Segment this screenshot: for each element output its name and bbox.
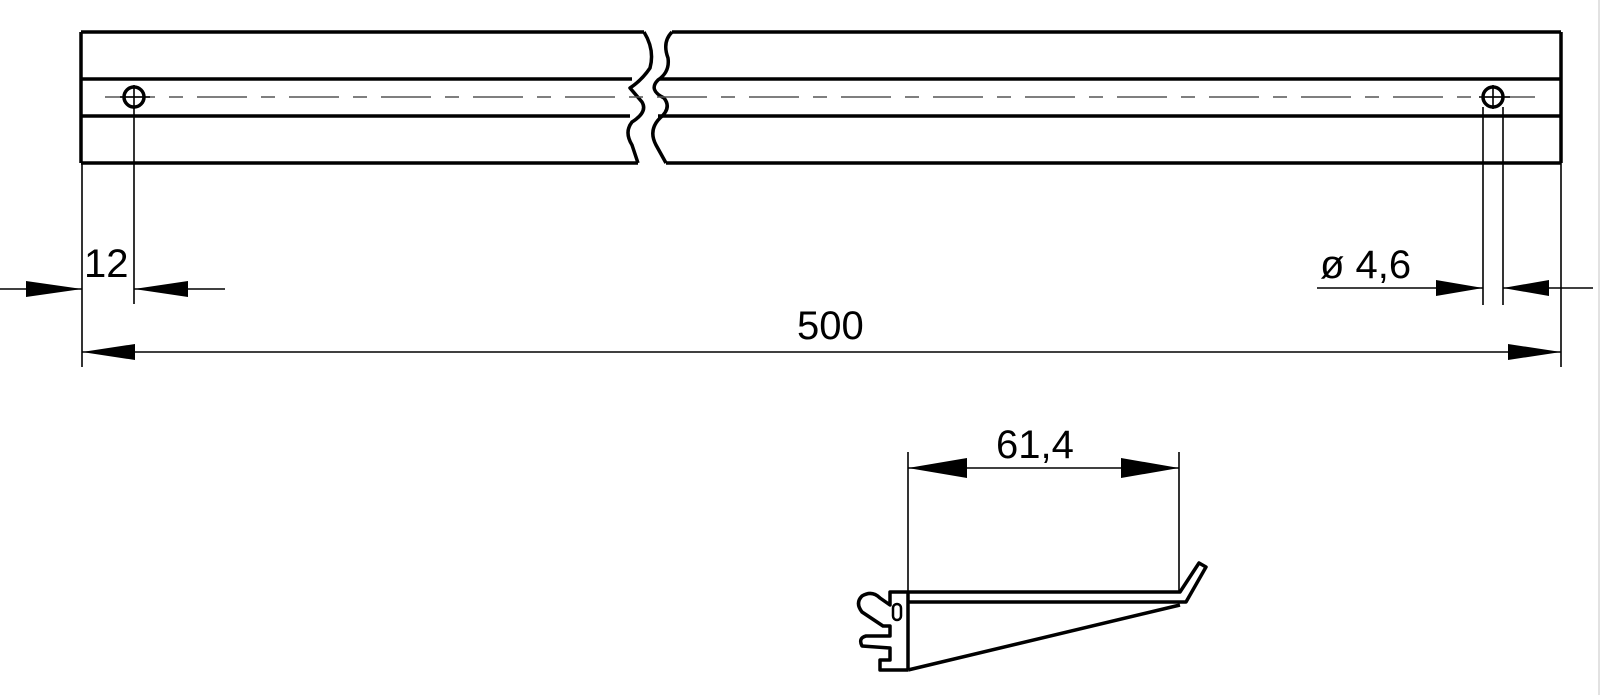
dimension-hole-offset: 12 <box>0 107 225 367</box>
break-line-left <box>626 31 654 164</box>
dimension-profile-width: 61,4 <box>907 423 1180 592</box>
dimension-label-500: 500 <box>797 304 864 348</box>
page-edge <box>1598 0 1600 695</box>
dimension-hole-diameter: ø 4,6 <box>1317 107 1593 305</box>
bracket-profile <box>856 561 1208 672</box>
dimension-label-diameter: ø 4,6 <box>1320 243 1411 287</box>
rail-top-view <box>79 30 1563 165</box>
dimension-label-61-4: 61,4 <box>996 423 1074 467</box>
dimension-label-12: 12 <box>84 242 129 286</box>
dimension-overall-length: 500 <box>82 163 1562 367</box>
break-line-right <box>651 30 674 164</box>
